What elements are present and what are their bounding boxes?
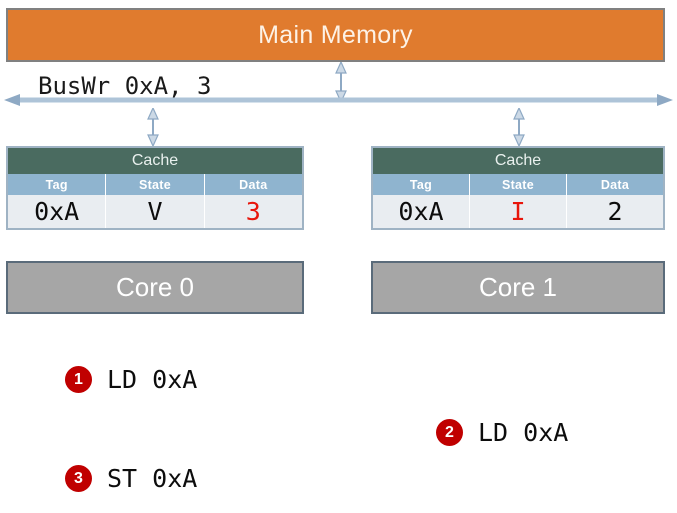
cache-data-row-0: 0xA V 3 xyxy=(8,195,302,228)
cache-header-state-1: State xyxy=(470,174,567,195)
core-block-1: Core 1 xyxy=(371,261,665,314)
step-item-3: 3 ST 0xA xyxy=(65,464,197,493)
cache-header-state-0: State xyxy=(106,174,205,195)
cache-header-row-0: Tag State Data xyxy=(8,174,302,195)
bus-line-icon xyxy=(4,94,673,106)
cache-cell-state-1: I xyxy=(470,195,567,228)
core-label-1: Core 1 xyxy=(478,272,558,302)
step-text-1: LD 0xA xyxy=(107,365,198,394)
step-text-3: ST 0xA xyxy=(107,464,198,493)
cache-header-row-1: Tag State Data xyxy=(373,174,663,195)
main-memory-label: Main Memory xyxy=(258,20,413,49)
step-text-2: LD 0xA xyxy=(478,418,569,447)
step-badge-3: 3 xyxy=(65,465,92,492)
core-block-0: Core 0 xyxy=(6,261,304,314)
cache-header-data-1: Data xyxy=(600,177,630,192)
bus-transaction-label: BusWr 0xA, 3 xyxy=(38,72,212,100)
memory-bus-connector-icon xyxy=(335,62,347,102)
cache-table-0: Cache Tag State Data 0xA V 3 xyxy=(6,146,304,230)
bus-cache0-connector-icon xyxy=(147,108,159,146)
cache-cell-tag-0: 0xA xyxy=(8,195,107,228)
cache-title-1: Cache xyxy=(373,148,663,174)
cache-header-tag-1: Tag xyxy=(373,174,470,195)
cache-cell-tag-1: 0xA xyxy=(373,195,470,228)
main-memory-block: Main Memory xyxy=(6,8,665,62)
cache-header-data-0: Data xyxy=(239,177,268,192)
cache-title-0: Cache xyxy=(8,148,302,174)
cache-data-row-1: 0xA I 2 xyxy=(373,195,663,228)
bus-cache1-connector-icon xyxy=(513,108,525,146)
core-label-0: Core 0 xyxy=(115,272,195,302)
step-badge-2: 2 xyxy=(436,419,463,446)
cache-table-1: Cache Tag State Data 0xA I 2 xyxy=(371,146,665,230)
cache-cell-data-1: 2 xyxy=(607,197,623,226)
cache-cell-state-0: V xyxy=(106,195,205,228)
step-item-1: 1 LD 0xA xyxy=(65,365,197,394)
step-item-2: 2 LD 0xA xyxy=(436,418,568,447)
cache-cell-data-0: 3 xyxy=(245,197,261,226)
step-badge-1: 1 xyxy=(65,366,92,393)
cache-header-tag-0: Tag xyxy=(8,174,107,195)
